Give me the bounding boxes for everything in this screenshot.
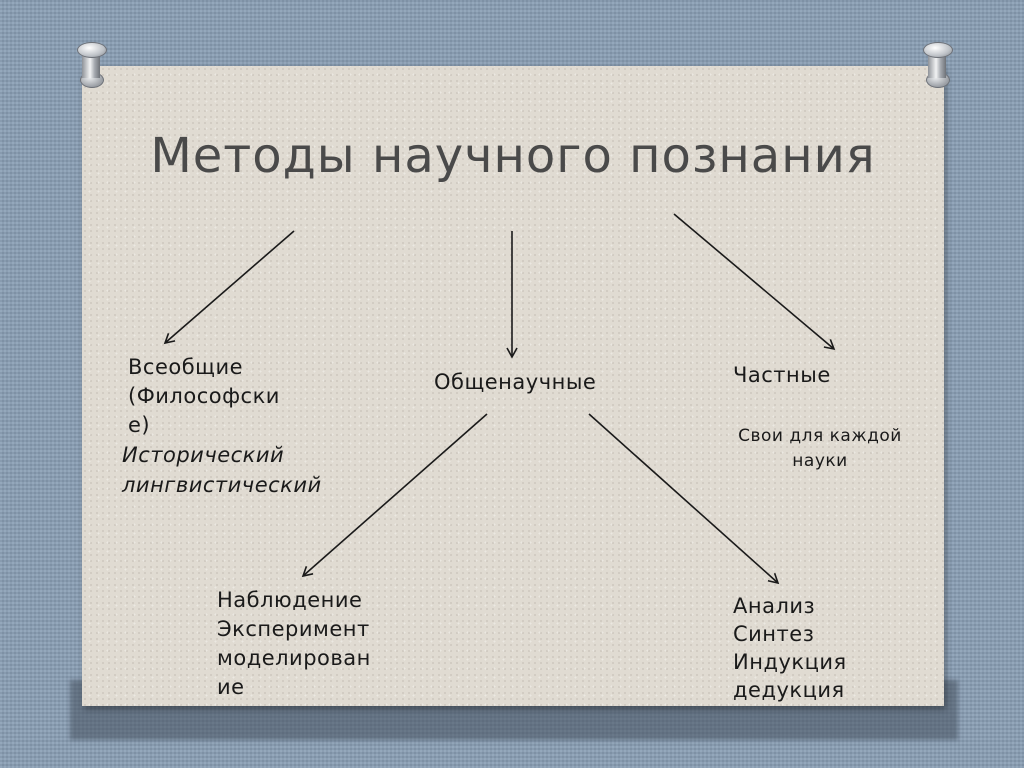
arrow-to-universal (163, 230, 295, 345)
arrow-to-observation (301, 413, 488, 578)
pushpin-right-icon (920, 42, 954, 88)
universal-label: Всеобщие (Философски е) (128, 353, 280, 440)
particular-note: Свои для каждой науки (720, 424, 920, 474)
logical-methods-list: Анализ Синтез Индукция дедукция (733, 592, 847, 704)
empirical-methods-list: Наблюдение Эксперимент моделирован ие (217, 586, 371, 702)
arrow-to-analysis (588, 413, 780, 585)
list-item: Анализ (733, 594, 816, 618)
list-item: моделирован (217, 646, 371, 670)
arrow-to-particular (673, 213, 836, 351)
list-item: Эксперимент (217, 617, 370, 641)
universal-label-line: е) (128, 413, 151, 437)
list-item: Синтез (733, 622, 815, 646)
list-item: ие (217, 675, 245, 699)
pushpin-left-icon (74, 42, 108, 88)
universal-label-line: (Философски (128, 384, 280, 408)
universal-examples: Исторический лингвистический (122, 440, 322, 500)
slide-title: Методы научного познания (150, 128, 876, 184)
universal-label-line: Всеобщие (128, 355, 244, 379)
paper-sheet (82, 66, 944, 706)
general-scientific-label: Общенаучные (434, 370, 597, 394)
universal-example: Исторический (122, 443, 285, 467)
particular-note-line: Свои для каждой (738, 426, 902, 446)
list-item: дедукция (733, 678, 845, 702)
list-item: Наблюдение (217, 588, 363, 612)
particular-note-line: науки (792, 451, 848, 471)
universal-example: лингвистический (122, 473, 322, 497)
list-item: Индукция (733, 650, 847, 674)
particular-label: Частные (733, 363, 831, 387)
